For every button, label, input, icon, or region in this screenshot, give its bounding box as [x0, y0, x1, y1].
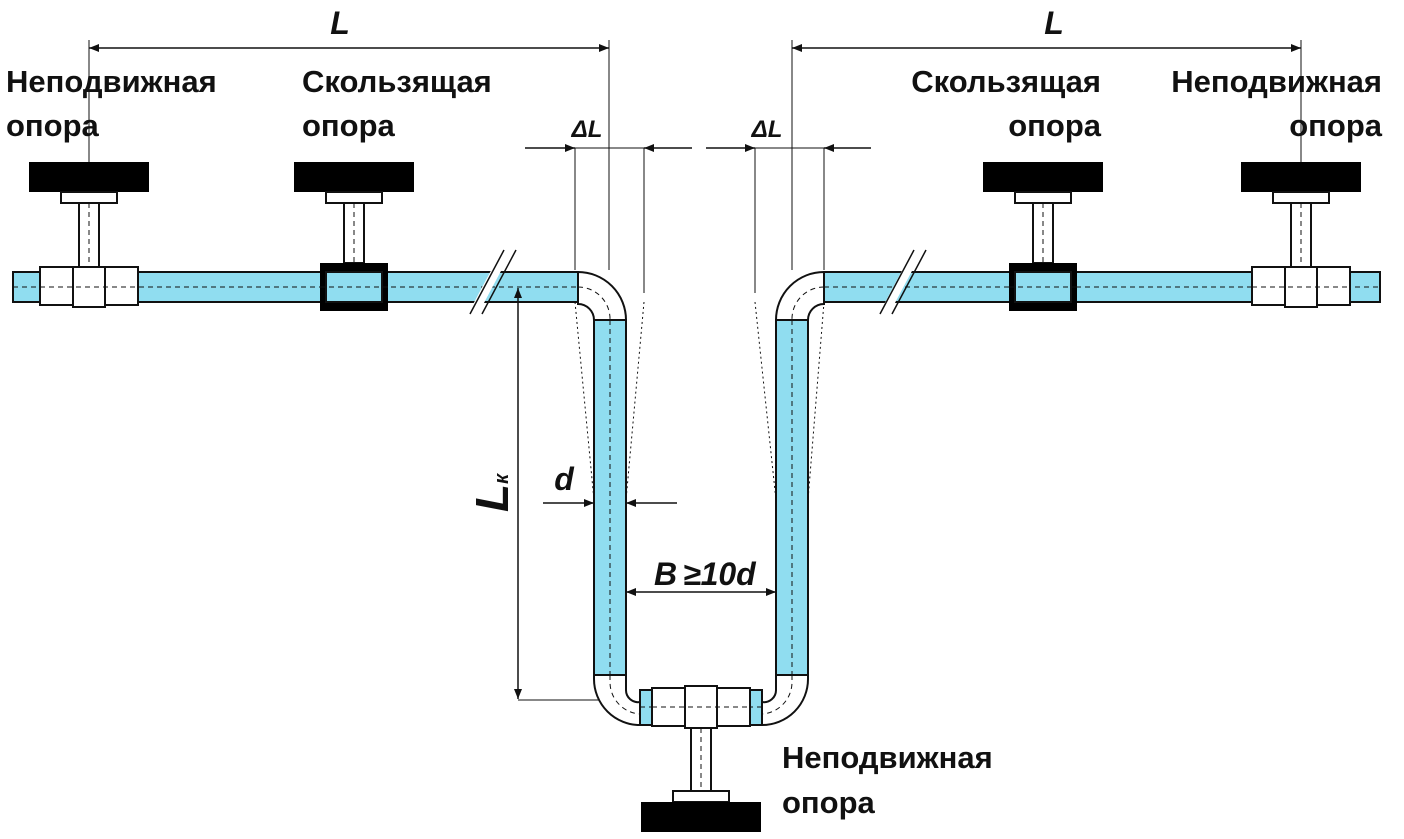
- label-fixed-top-right-line2: опора: [1289, 108, 1383, 143]
- sliding-support-right: [983, 162, 1103, 311]
- right-vertical-pipe: [775, 319, 809, 676]
- fixed-support-top-left: [29, 162, 149, 308]
- dimension-delta-left: [525, 144, 692, 501]
- label-Lk: L к: [466, 473, 518, 512]
- label-d: d: [554, 461, 575, 497]
- break-mark-right: [879, 247, 927, 317]
- label-Lk-subscript: к: [491, 473, 513, 484]
- label-sliding-right-line2: опора: [1008, 108, 1102, 143]
- label-delta-right: ΔL: [751, 116, 783, 143]
- label-delta-left: ΔL: [571, 116, 603, 143]
- fixed-support-bottom: [641, 685, 761, 832]
- sliding-support-left: [294, 162, 414, 311]
- label-L-right: L: [1044, 5, 1064, 41]
- break-mark-left: [469, 247, 517, 317]
- label-B: B ≥10d: [654, 556, 757, 592]
- dimension-delta-right: [706, 144, 871, 501]
- dimension-Lk: [514, 288, 600, 701]
- label-fixed-bottom-line2: опора: [782, 785, 876, 820]
- elbow-bottom-left: [593, 674, 641, 727]
- dimension-L-right: [791, 40, 1302, 270]
- label-Lk-main: L: [466, 484, 518, 512]
- label-fixed-bottom-line1: Неподвижная: [782, 740, 993, 775]
- label-sliding-left-line2: опора: [302, 108, 396, 143]
- elbow-top-right: [774, 270, 825, 321]
- label-sliding-right-line1: Скользящая: [911, 64, 1101, 99]
- label-L-left: L: [330, 5, 350, 41]
- label-fixed-top-right-line1: Неподвижная: [1171, 64, 1382, 99]
- left-vertical-pipe: [593, 319, 627, 676]
- label-fixed-top-left-line1: Неподвижная: [6, 64, 217, 99]
- label-fixed-top-left-line2: опора: [6, 108, 100, 143]
- label-B-letter: B: [654, 556, 677, 592]
- dimension-L-left: [88, 40, 610, 270]
- elbow-bottom-right: [761, 674, 809, 727]
- fixed-support-top-right: [1241, 162, 1361, 308]
- elbow-top-left: [577, 270, 628, 321]
- label-B-rule: ≥10d: [683, 556, 757, 592]
- label-sliding-left-line1: Скользящая: [302, 64, 492, 99]
